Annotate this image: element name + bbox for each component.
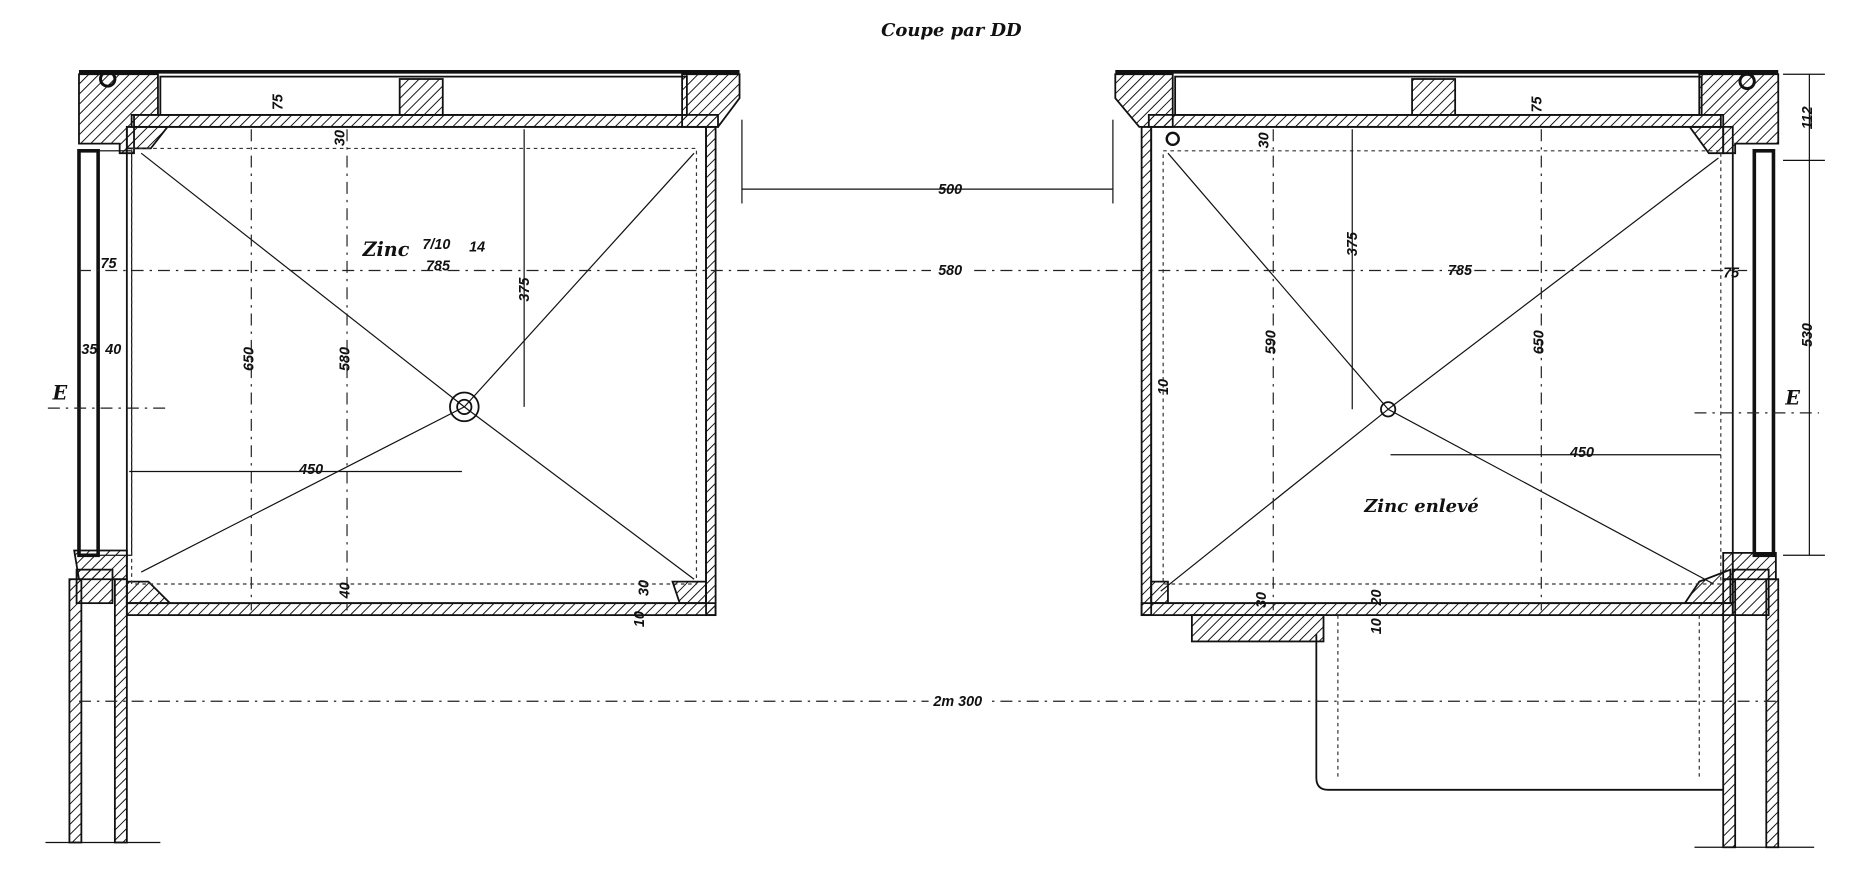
svg-text:580: 580	[337, 347, 353, 371]
svg-text:375: 375	[1345, 231, 1361, 256]
svg-text:785: 785	[1448, 263, 1473, 279]
svg-text:35: 35	[81, 342, 98, 358]
svg-text:450: 450	[298, 462, 323, 478]
svg-text:75: 75	[1529, 96, 1545, 113]
drain-icon	[1380, 401, 1397, 418]
right-tank: Zinc enlevé 785 375 590 650 450 75 75 53…	[1114, 70, 1825, 849]
svg-text:10: 10	[1369, 618, 1385, 634]
section-mark-left: E	[52, 382, 68, 405]
svg-text:30: 30	[333, 130, 349, 146]
svg-text:650: 650	[1532, 330, 1548, 354]
pivot-icon	[1738, 72, 1756, 91]
right-tank-label: Zinc enlevé	[1363, 496, 1479, 517]
drawing-title: Coupe par DD	[881, 20, 1022, 41]
svg-text:10: 10	[632, 611, 648, 627]
svg-text:40: 40	[104, 342, 121, 358]
svg-text:30: 30	[1254, 592, 1270, 608]
svg-text:650: 650	[242, 347, 258, 371]
svg-text:20: 20	[1369, 590, 1385, 607]
left-tank-label: Zinc	[362, 238, 410, 261]
svg-text:530: 530	[1800, 323, 1816, 347]
svg-text:590: 590	[1264, 330, 1280, 354]
svg-text:30: 30	[637, 580, 653, 596]
svg-text:75: 75	[101, 256, 118, 272]
overall-dimension: 2m 300	[932, 694, 982, 710]
svg-text:75: 75	[270, 93, 286, 110]
svg-text:40: 40	[337, 582, 353, 599]
svg-text:450: 450	[1569, 445, 1594, 461]
drain-icon	[449, 391, 480, 423]
axis-dimension: 580	[938, 263, 962, 279]
section-mark-right: E	[1784, 387, 1800, 410]
svg-text:10: 10	[1156, 379, 1172, 395]
gap-dimension: 500	[938, 182, 962, 198]
svg-text:112: 112	[1800, 106, 1816, 129]
svg-text:7/10: 7/10	[422, 237, 450, 253]
svg-text:785: 785	[426, 258, 451, 274]
svg-text:375: 375	[517, 277, 533, 302]
left-tank: Zinc 7/10 14 785 375 650 580 450 75 75 3…	[45, 70, 741, 844]
svg-text:75: 75	[1723, 266, 1740, 282]
svg-text:30: 30	[1256, 132, 1272, 148]
svg-text:14: 14	[469, 239, 485, 255]
